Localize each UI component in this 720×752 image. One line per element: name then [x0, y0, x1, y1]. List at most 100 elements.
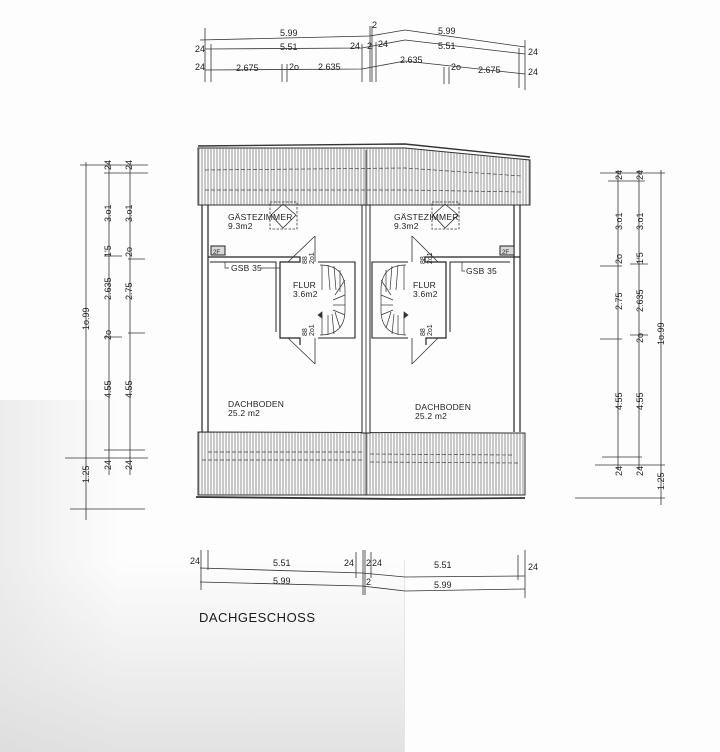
skylight-left — [269, 201, 298, 230]
dim-label: 2 — [366, 558, 371, 568]
dim-label: 5.51 — [434, 560, 452, 570]
chimney-left — [210, 245, 226, 256]
room-area-flur-right: 3.6m2 — [413, 289, 438, 299]
dim-label: 2 — [372, 20, 377, 30]
dim-label: 1.25 — [81, 465, 91, 483]
door-height-label: 2o1 — [309, 252, 316, 264]
building-outline — [195, 143, 531, 500]
door-swing — [411, 337, 439, 365]
dim-label: 24 — [195, 62, 205, 72]
dim-label: 24 — [124, 460, 134, 470]
paper-fold — [404, 560, 405, 752]
room-labels: GÄSTEZIMMER 9.3m2 FLUR 3.6m2 DACHBODEN 2… — [213, 212, 509, 421]
chimney-label-right: 2F — [502, 250, 509, 256]
dim-label: 2.635 — [400, 55, 423, 65]
staircase-left — [317, 264, 346, 336]
dim-label: 5.51 — [280, 42, 298, 52]
chimney-right — [499, 245, 515, 256]
room-name-dachboden-left: DACHBODEN — [228, 399, 284, 409]
dim-label: 4.55 — [124, 380, 134, 398]
door-height-label: 2o1 — [309, 324, 316, 336]
dimension-labels-right: 24 3.o1 2o 2.75 4.55 24 24 3.o1 1'5 2.63… — [614, 170, 666, 490]
room-area-gaestezimmer-left: 9.3m2 — [228, 221, 253, 231]
dim-label: 24 — [190, 556, 200, 566]
dim-label: 1'5 — [103, 245, 113, 257]
dim-label: 2.675 — [478, 65, 501, 75]
room-name-gaestezimmer-left: GÄSTEZIMMER — [228, 212, 293, 222]
dim-label: 2.75 — [614, 292, 624, 310]
room-area-flur-left: 3.6m2 — [293, 289, 318, 299]
door-width-label: 88 — [420, 256, 427, 264]
dim-label: 3.o1 — [614, 212, 624, 230]
dim-label: 4.55 — [635, 392, 645, 410]
dimensions-top — [199, 26, 526, 90]
dim-label: 2.635 — [103, 277, 113, 300]
dim-label: 4.55 — [103, 380, 113, 398]
door-width-label: 88 — [302, 328, 309, 336]
dim-label: 2 — [366, 577, 371, 587]
dim-label: 24 — [103, 460, 113, 470]
door-height-label: 2o1 — [427, 324, 434, 336]
dim-label: 2.635 — [318, 62, 341, 72]
dim-total-label: 1o.99 — [81, 307, 91, 330]
dim-label: 24 — [378, 39, 388, 49]
dim-label: 24 — [635, 170, 645, 180]
dim-label: 2o — [124, 247, 134, 257]
dim-label: 2.675 — [236, 63, 259, 73]
dim-label: 24 — [350, 41, 360, 51]
room-name-gaestezimmer-right: GÄSTEZIMMER — [394, 212, 459, 222]
wall-label-right: GSB 35 — [466, 266, 497, 276]
door-swing — [287, 337, 316, 365]
door-swing — [411, 235, 439, 263]
dim-label: 2o — [635, 333, 645, 343]
dim-label: 2o — [451, 62, 461, 72]
dim-label: 1'5 — [635, 252, 645, 264]
dim-label: 5.99 — [434, 580, 452, 590]
dim-label: 3.o1 — [103, 204, 113, 222]
dim-label: 24 — [124, 160, 134, 170]
dim-label: 4.55 — [614, 392, 624, 410]
dim-label: 5.99 — [438, 26, 456, 36]
wall-label-left: GSB 35 — [231, 263, 262, 273]
dim-label: 3.o1 — [635, 212, 645, 230]
dim-label: 2o — [289, 62, 299, 72]
door-height-label: 2o1 — [427, 252, 434, 264]
dimensions-bottom — [199, 550, 526, 598]
skylight-right — [431, 201, 460, 230]
dim-label: 5.51 — [273, 558, 291, 568]
dim-label: 2.75 — [124, 282, 134, 300]
dimension-labels-left: 24 3.o1 1'5 2.635 2o 4.55 24 1.25 24 3.o… — [81, 160, 134, 483]
room-area-gaestezimmer-right: 9.3m2 — [394, 221, 419, 231]
dimension-labels-top: 5.99 2 5.99 24 5.51 24 2 24 5.51 24 24 2… — [195, 20, 538, 77]
paper-shadow-bottom — [0, 560, 405, 752]
door-width-label: 88 — [302, 256, 309, 264]
dim-label: 24 — [103, 160, 113, 170]
dim-label: 24 — [528, 67, 538, 77]
dim-label: 24 — [195, 44, 205, 54]
dim-label: 2 — [367, 41, 372, 51]
drawing-title: DACHGESCHOSS — [199, 610, 316, 625]
dim-total-label: 1o.99 — [656, 322, 666, 345]
dim-label: 3.o1 — [124, 204, 134, 222]
dim-label: 5.51 — [438, 41, 456, 51]
door-width-label: 88 — [420, 328, 427, 336]
dim-label: 5.99 — [273, 576, 291, 586]
dim-label: 24 — [372, 558, 382, 568]
door-swing — [287, 235, 316, 263]
dim-label: 24 — [344, 558, 354, 568]
dim-label: 2o — [614, 254, 624, 264]
dimensions-left — [65, 162, 148, 520]
dimensions-right — [575, 170, 665, 505]
room-area-dachboden-right: 25.2 m2 — [415, 411, 447, 421]
chimney-label-left: 2F — [213, 250, 220, 256]
dim-label: 24 — [614, 170, 624, 180]
dim-label: 2o — [103, 330, 113, 340]
dim-label: 5.99 — [280, 28, 298, 38]
dim-label: 24 — [528, 47, 538, 57]
room-area-dachboden-left: 25.2 m2 — [228, 408, 260, 418]
room-name-flur-right: FLUR — [413, 280, 436, 290]
dim-label: 24 — [614, 466, 624, 476]
staircase-right — [380, 264, 409, 336]
room-name-flur-left: FLUR — [293, 280, 316, 290]
